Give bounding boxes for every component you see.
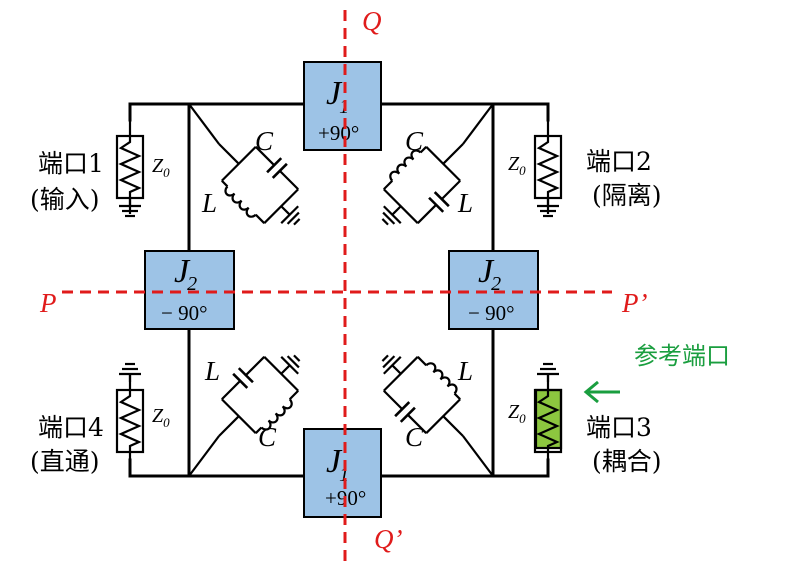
inverter-j1-bottom: J1 +90° xyxy=(303,428,382,518)
axis-q-bottom-label: Q’ xyxy=(374,524,403,554)
port1-name: 端口1 xyxy=(38,149,104,178)
svg-text:+90°: +90° xyxy=(318,121,359,145)
inverter-j1-top: J1 +90° xyxy=(303,61,382,151)
axis-p-left-label: P xyxy=(39,288,57,318)
capacitor-label-tr: C xyxy=(405,126,424,156)
capacitor-label-br: C xyxy=(405,422,424,452)
inverter-j2-left: J2 − 90° xyxy=(144,250,235,330)
port1-load xyxy=(115,118,145,218)
z0-label-port2: Z0 xyxy=(508,153,526,178)
inductor-label-tr: L xyxy=(457,188,473,218)
inductor-label-tl: L xyxy=(201,188,217,218)
reference-port-label: 参考端口 xyxy=(634,342,730,370)
resonator-top-right xyxy=(362,121,489,248)
axis-q-top-label: Q xyxy=(362,6,382,36)
resonator-bottom-left xyxy=(193,332,320,459)
port2-name: 端口2 xyxy=(586,147,652,176)
svg-text:J1: J1 xyxy=(326,443,349,486)
z0-label-port1: Z0 xyxy=(152,155,170,180)
port3-name: 端口3 xyxy=(586,413,652,442)
svg-text:J2: J2 xyxy=(478,253,501,295)
capacitor-label-bl: C xyxy=(258,422,277,452)
svg-text:Z0: Z0 xyxy=(152,155,170,180)
svg-text:Z0: Z0 xyxy=(152,405,170,430)
inverter-j2-right: J2 − 90° xyxy=(448,250,539,330)
svg-text:− 90°: − 90° xyxy=(468,301,515,325)
z0-label-port4: Z0 xyxy=(152,405,170,430)
svg-text:− 90°: − 90° xyxy=(161,301,208,325)
inductor-label-bl: L xyxy=(204,356,220,386)
inductor-label-br: L xyxy=(457,356,473,386)
port4-name: 端口4 xyxy=(38,413,104,442)
capacitor-label-tl: C xyxy=(255,126,274,156)
axis-p-right-label: P’ xyxy=(621,288,647,318)
port2-role: (隔离) xyxy=(592,181,662,210)
port3-load xyxy=(533,362,563,470)
reference-arrow-icon xyxy=(583,380,620,404)
svg-text:J2: J2 xyxy=(174,253,197,295)
svg-text:Z0: Z0 xyxy=(508,153,526,178)
port3-role: (耦合) xyxy=(592,447,662,476)
port2-load xyxy=(533,118,563,218)
port1-role: (输入) xyxy=(30,185,100,214)
svg-text:Z0: Z0 xyxy=(508,401,526,426)
port4-role: (直通) xyxy=(30,447,100,476)
port4-load xyxy=(115,362,145,470)
z0-label-port3: Z0 xyxy=(508,401,526,426)
